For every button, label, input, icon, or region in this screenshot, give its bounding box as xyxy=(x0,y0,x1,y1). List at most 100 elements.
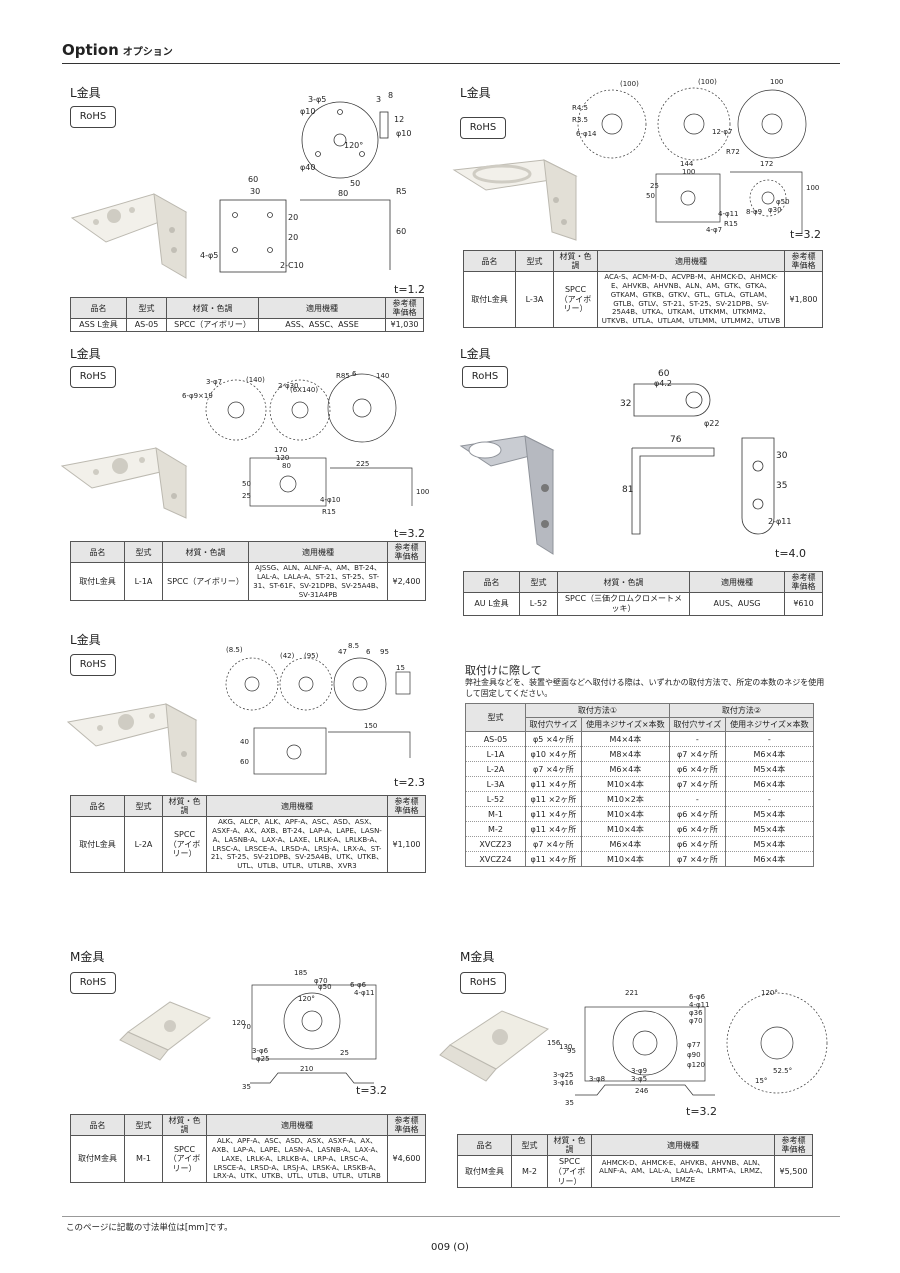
svg-text:100: 100 xyxy=(682,168,695,176)
svg-text:120°: 120° xyxy=(344,141,363,150)
svg-text:47: 47 xyxy=(338,648,347,656)
svg-text:50: 50 xyxy=(646,192,655,200)
rohs-badge: RoHS xyxy=(70,106,116,128)
svg-text:3: 3 xyxy=(376,95,381,104)
svg-text:4-φ10: 4-φ10 xyxy=(320,496,341,504)
svg-text:76: 76 xyxy=(670,435,682,445)
svg-text:100: 100 xyxy=(806,184,819,192)
svg-text:R5: R5 xyxy=(396,187,407,196)
mounting-description: 弊社金具などを、装置や壁面などへ取付ける際は、いずれかの取付方法で、所定の本数の… xyxy=(465,678,825,698)
svg-text:4-φ5: 4-φ5 xyxy=(200,251,218,260)
svg-text:φ77: φ77 xyxy=(687,1041,701,1049)
thickness-label: t=3.2 xyxy=(686,1105,718,1118)
svg-text:140: 140 xyxy=(376,372,389,380)
l52-bracket-photo xyxy=(459,435,555,555)
svg-text:172: 172 xyxy=(760,160,773,168)
svg-text:φ70: φ70 xyxy=(689,1017,703,1025)
l3a-bracket-photo xyxy=(452,159,578,241)
rohs-badge: RoHS xyxy=(70,972,116,994)
svg-text:3-φ6: 3-φ6 xyxy=(252,1047,269,1055)
svg-text:(140): (140) xyxy=(246,376,265,384)
svg-text:R4.5: R4.5 xyxy=(572,104,588,112)
thickness-label: t=4.0 xyxy=(775,547,807,560)
svg-text:6: 6 xyxy=(352,370,357,378)
m1-bracket-photo xyxy=(119,1001,212,1061)
svg-text:70: 70 xyxy=(242,1023,251,1031)
svg-text:80: 80 xyxy=(338,189,348,198)
svg-text:R3.5: R3.5 xyxy=(572,116,588,124)
svg-text:6-φ6: 6-φ6 xyxy=(689,993,706,1001)
svg-text:30: 30 xyxy=(776,451,788,461)
svg-text:25: 25 xyxy=(340,1049,349,1057)
svg-text:3-φ7: 3-φ7 xyxy=(206,378,222,386)
svg-text:φ120: φ120 xyxy=(687,1061,705,1069)
page-number: 009 (O) xyxy=(431,1242,469,1253)
svg-text:50: 50 xyxy=(350,179,360,188)
svg-text:3-φ25: 3-φ25 xyxy=(553,1071,574,1079)
svg-text:60: 60 xyxy=(248,175,258,184)
svg-text:R85: R85 xyxy=(336,372,350,380)
svg-text:8: 8 xyxy=(388,91,393,100)
svg-text:246: 246 xyxy=(635,1087,649,1095)
svg-text:144: 144 xyxy=(680,160,694,168)
svg-text:φ25: φ25 xyxy=(256,1055,270,1063)
svg-text:130: 130 xyxy=(559,1043,572,1051)
svg-text:R72: R72 xyxy=(726,148,740,156)
svg-text:210: 210 xyxy=(300,1065,313,1073)
svg-text:φ10: φ10 xyxy=(300,107,315,116)
svg-text:100: 100 xyxy=(416,488,429,496)
svg-text:20: 20 xyxy=(288,213,298,222)
svg-text:60: 60 xyxy=(658,369,670,379)
svg-text:35: 35 xyxy=(242,1083,251,1091)
svg-text:φ50: φ50 xyxy=(318,983,332,991)
svg-text:120: 120 xyxy=(276,454,289,462)
svg-text:4-φ11: 4-φ11 xyxy=(354,989,375,997)
svg-text:(6X140): (6X140) xyxy=(290,386,318,394)
svg-text:6-φ9×19: 6-φ9×19 xyxy=(182,392,213,400)
rohs-badge: RoHS xyxy=(460,117,506,139)
svg-text:φ4.2: φ4.2 xyxy=(654,379,672,388)
svg-text:3-φ16: 3-φ16 xyxy=(553,1079,574,1087)
svg-text:2-φ30: 2-φ30 xyxy=(278,382,299,390)
svg-text:4-φ7: 4-φ7 xyxy=(706,226,722,234)
svg-text:R15: R15 xyxy=(322,508,336,516)
svg-text:φ50: φ50 xyxy=(776,198,790,206)
svg-text:3-φ9: 3-φ9 xyxy=(631,1067,647,1075)
svg-text:225: 225 xyxy=(356,460,369,468)
svg-text:8.5: 8.5 xyxy=(348,642,359,650)
section-title-l1a: L金具 xyxy=(70,347,101,361)
svg-text:2-φ11: 2-φ11 xyxy=(768,517,791,526)
rohs-badge: RoHS xyxy=(70,654,116,676)
svg-text:8-φ9: 8-φ9 xyxy=(746,208,762,216)
svg-text:φ36: φ36 xyxy=(689,1009,703,1017)
svg-text:35: 35 xyxy=(565,1099,574,1107)
svg-text:52.5°: 52.5° xyxy=(773,1067,792,1075)
thickness-label: t=3.2 xyxy=(394,527,426,540)
section-title-l2a: L金具 xyxy=(70,633,101,647)
svg-text:2-C10: 2-C10 xyxy=(280,261,304,270)
svg-text:30: 30 xyxy=(250,187,260,196)
rohs-badge: RoHS xyxy=(462,366,508,388)
thickness-label: t=2.3 xyxy=(394,776,426,789)
svg-text:120: 120 xyxy=(232,1019,245,1027)
footer-note: このページに記載の寸法単位は[mm]です。 xyxy=(66,1223,233,1233)
